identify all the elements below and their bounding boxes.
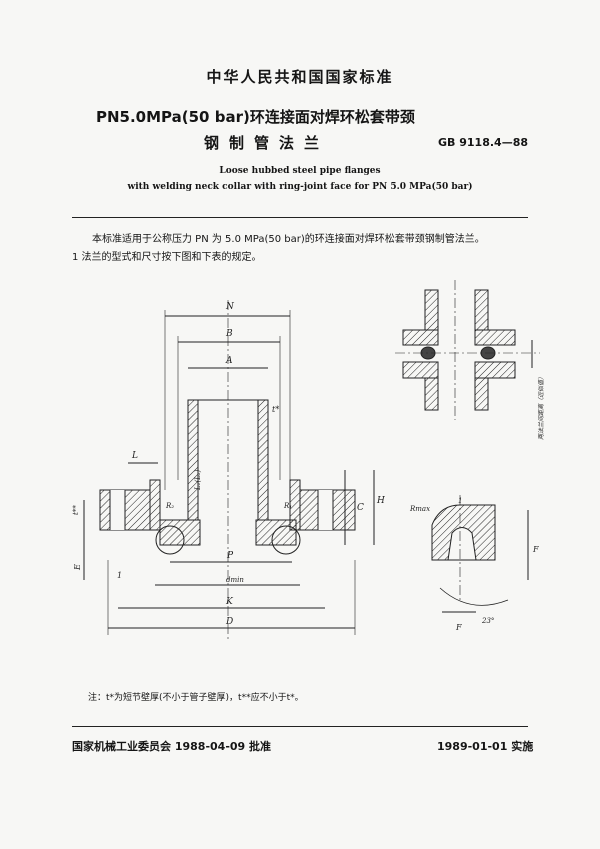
ring-groove-detail	[431, 495, 529, 613]
dim-B: B	[225, 329, 233, 339]
footnote: 注：t*为短节壁厚(不小于管子壁厚)，t**应不小于t*。	[88, 693, 304, 703]
header-rule	[72, 217, 528, 218]
national-standard-heading: 中华人民共和国国家标准	[206, 68, 394, 86]
scope-paragraph: 本标准适用于公称压力 PN 为 5.0 MPa(50 bar)的环连接面对焊环松…	[92, 234, 485, 245]
dim-A: A	[225, 356, 233, 366]
dim-P: P	[226, 551, 234, 561]
dim-D: D	[225, 617, 233, 627]
dim-H: H	[376, 496, 385, 506]
assembly-view	[395, 280, 540, 420]
english-title-line-1: Loose hubbed steel pipe flanges	[219, 166, 381, 176]
dim-F-side: F	[532, 545, 539, 554]
dim-L: L	[131, 451, 138, 461]
dim-N: N	[225, 302, 235, 312]
callout-1: 1	[117, 571, 122, 580]
clause-1: 1 法兰的型式和尺寸按下图和下表的规定。	[72, 252, 262, 263]
implementation-date: 1989-01-01 实施	[437, 740, 534, 753]
dim-dmin: dmin	[226, 576, 244, 584]
dim-K: K	[225, 597, 234, 607]
dim-R2: R₂	[165, 502, 174, 510]
dim-angle: 23°	[481, 617, 494, 625]
dim-R1: R₁	[283, 502, 292, 510]
approval-info: 国家机械工业委员会 1988-04-09 批准	[72, 740, 272, 753]
dim-t-star: t*	[272, 405, 279, 414]
dim-C: C	[357, 503, 364, 513]
standard-number: GB 9118.4—88	[438, 136, 528, 149]
dim-t-2star: t**	[72, 505, 80, 515]
title-line-2: 钢制管法兰	[204, 134, 330, 152]
dim-E: E	[73, 564, 82, 571]
footer-rule	[72, 726, 528, 727]
dim-F-bottom: F	[455, 623, 462, 632]
title-line-1: PN5.0MPa(50 bar)环连接面对焊环松套带颈	[96, 108, 415, 126]
detail-callout-1: 1	[458, 497, 462, 505]
english-title-line-2: with welding neck collar with ring-joint…	[127, 182, 473, 192]
flange-distance-note: 两法兰间距离（近似值）	[537, 374, 545, 440]
main-flange-view	[83, 300, 375, 640]
dim-L1: L₁(L₂)	[194, 469, 202, 491]
dim-Rmax: Rmax	[409, 505, 430, 513]
